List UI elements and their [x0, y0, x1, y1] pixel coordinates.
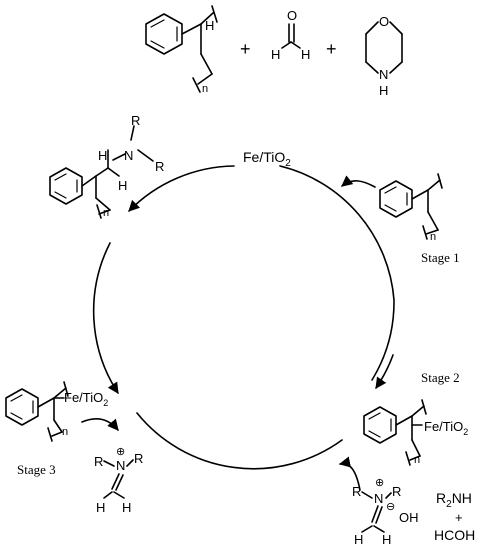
- product-h2-label: H: [118, 178, 127, 193]
- stage2-label: Stage 2: [421, 370, 460, 385]
- arrow-iminium-in: [338, 456, 361, 491]
- catalyst-label: Fe/TiO2: [243, 149, 291, 169]
- stage2-plus-label: ⊕: [375, 477, 384, 489]
- formaldehyde-h-left-label: H: [271, 47, 280, 62]
- formaldehyde-h-right-label: H: [301, 47, 310, 62]
- stage2-minus-label: ⊖: [386, 501, 395, 513]
- morpholine-nitrogen-label: N: [379, 67, 388, 82]
- stage3-fe-polymer: Fe/TiO2 n: [5, 381, 108, 442]
- stage3-h1-label: H: [96, 500, 105, 515]
- reagent-formaldehyde-label: HCOH: [434, 527, 475, 543]
- stage2-fe-label: Fe/TiO2: [424, 419, 468, 437]
- stage3-iminium: R ⊕ N R H H: [94, 446, 143, 515]
- arrow-stage3-iminium: [81, 417, 119, 431]
- polymer-n-label: n: [202, 83, 208, 95]
- reactant-formaldehyde: O H H: [271, 8, 310, 62]
- morpholine-oxygen-label: O: [379, 14, 389, 29]
- product-r-right-label: R: [155, 159, 164, 174]
- stage1-n-subscript: n: [430, 231, 436, 243]
- stage2-r1-label: R: [352, 484, 361, 499]
- plus-sign-1: +: [240, 39, 251, 59]
- stage1-polystyrene: n: [379, 173, 443, 243]
- morpholine-hydrogen-label: H: [379, 83, 388, 98]
- arrow-stage1-entry: [341, 175, 376, 188]
- arrow-bottom: [136, 412, 343, 470]
- arrow-right-arc: [279, 165, 395, 381]
- product-h1-label: H: [98, 148, 107, 163]
- stage2-n-subscript: n: [414, 454, 420, 466]
- formaldehyde-oxygen-label: O: [287, 8, 297, 23]
- reagent-amine-label: R2NH: [436, 490, 472, 510]
- stage3-fe-label: Fe/TiO2: [64, 390, 108, 408]
- catalytic-cycle: [92, 165, 395, 470]
- stage2-reagents: R2NH + HCOH: [434, 490, 475, 543]
- product-n-subscript: n: [103, 207, 109, 219]
- stage2-iminium-hydroxide: R ⊕ N R ⊖ OH H H: [352, 477, 419, 547]
- reactant-polystyrene: H n: [145, 5, 218, 95]
- stage3-r2-label: R: [134, 451, 143, 466]
- product-r-top-label: R: [131, 113, 140, 128]
- polymer-h-label: H: [205, 18, 214, 33]
- stage3-label: Stage 3: [17, 462, 56, 477]
- stage3-n-subscript: n: [62, 426, 68, 438]
- stage3-r1-label: R: [94, 454, 103, 469]
- arrow-into-stage2: [375, 354, 394, 389]
- product-n-label: N: [124, 148, 133, 163]
- arrow-to-product: [128, 165, 235, 212]
- stage3-plus-label: ⊕: [116, 446, 125, 458]
- stage2-h1-label: H: [354, 532, 363, 547]
- stage3-n-label: N: [116, 458, 125, 473]
- stage3-h2-label: H: [122, 500, 131, 515]
- arrow-product-side-to-stage3: [92, 242, 119, 394]
- stage2-oh-label: OH: [399, 510, 419, 525]
- stage2-h2-label: H: [382, 532, 391, 547]
- reactant-morpholine: O N H: [365, 14, 403, 98]
- stage2-r2-label: R: [392, 484, 401, 499]
- product-aminomethylated-polymer: R H N R H n: [49, 113, 164, 219]
- stage1-label: Stage 1: [421, 250, 460, 265]
- reagent-plus-label: +: [455, 510, 463, 525]
- stage2-n-label: N: [374, 491, 383, 506]
- plus-sign-2: +: [326, 39, 337, 59]
- stage2-fe-polymer: Fe/TiO2 n: [363, 399, 468, 466]
